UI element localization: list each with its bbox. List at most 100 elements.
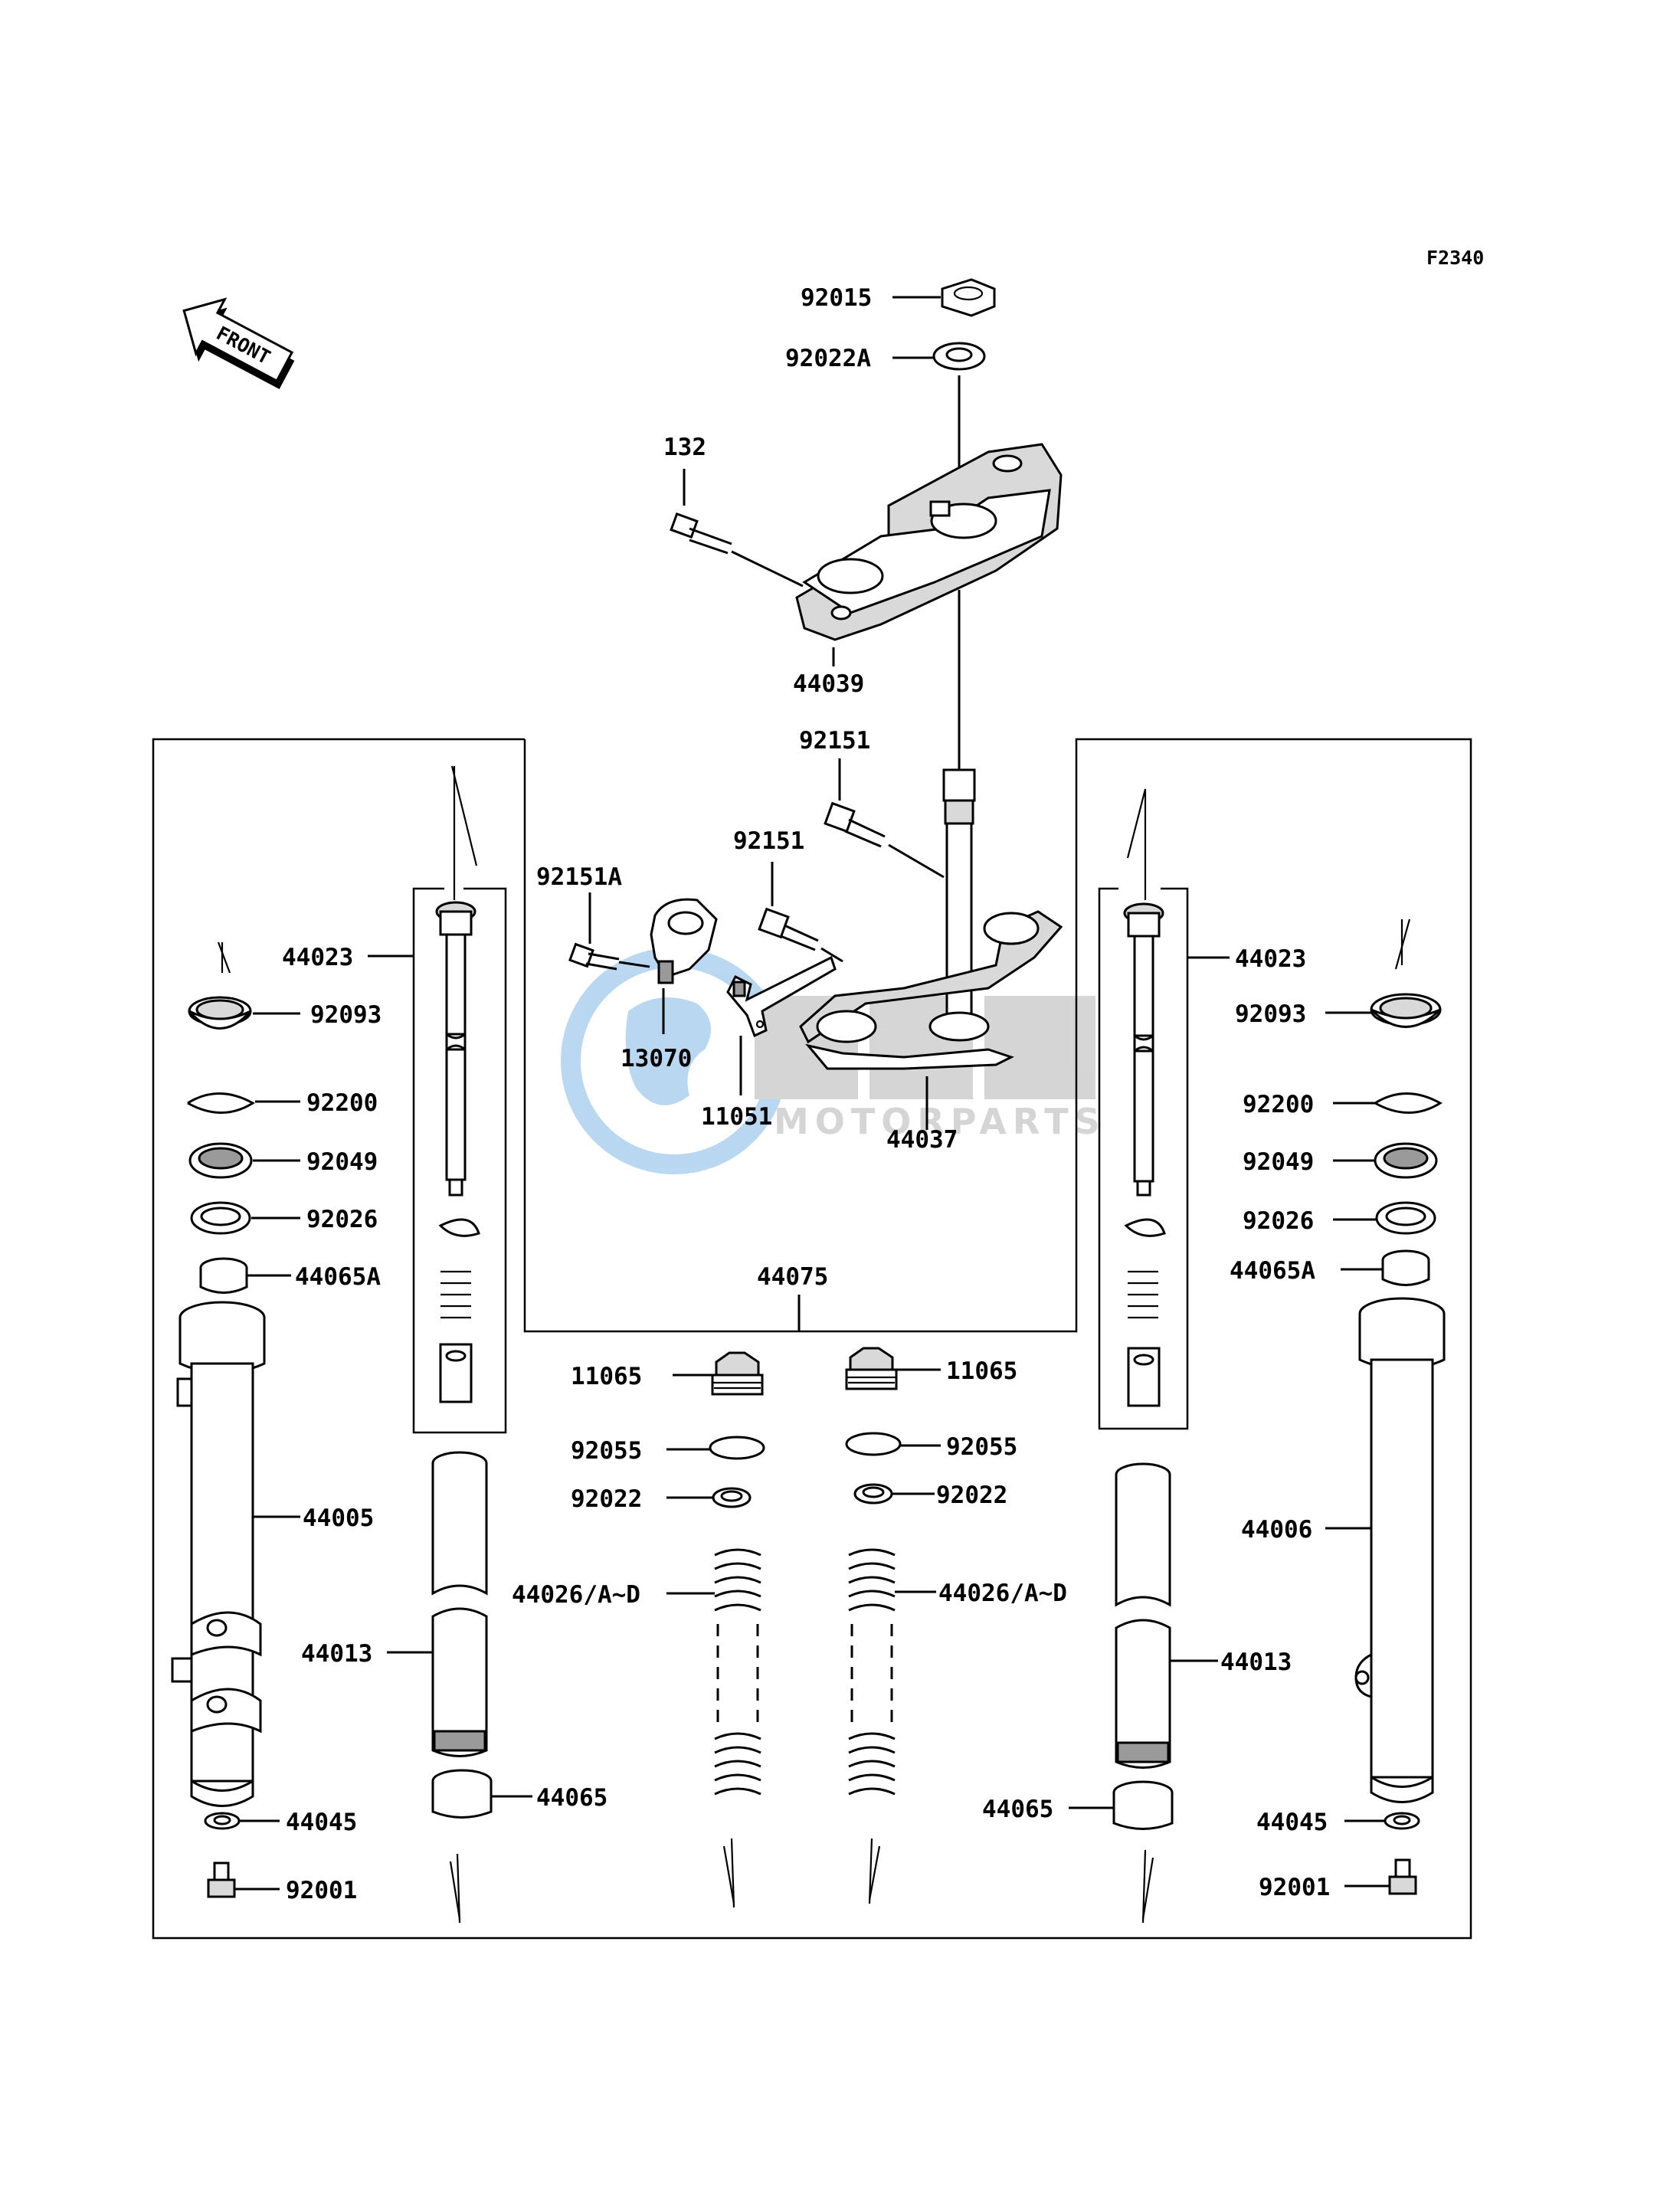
arrow-left-bottom-tip — [449, 1861, 461, 1920]
label-44045-l: 44045 — [286, 1809, 357, 1836]
inner-tube-44013-left — [431, 1451, 488, 1757]
label-44023-r: 44023 — [1235, 945, 1306, 973]
arrow-right-bottom-tip — [1141, 1857, 1154, 1920]
bolt-92151A — [568, 942, 620, 971]
label-92026-r: 92026 — [1243, 1207, 1314, 1235]
label-44039: 44039 — [793, 670, 864, 698]
cap-92093-right — [1370, 993, 1442, 1028]
leader-92151-mid-shaft — [820, 947, 843, 963]
label-44065-r: 44065 — [982, 1796, 1053, 1823]
label-44026-r: 44026/A~D — [938, 1580, 1067, 1607]
label-92022-r: 92022 — [936, 1482, 1007, 1509]
label-92055-r: 92055 — [946, 1433, 1017, 1461]
label-92200-l: 92200 — [306, 1089, 378, 1117]
label-132: 132 — [663, 434, 706, 461]
label-92093-l: 92093 — [310, 1001, 382, 1029]
label-11065-l: 11065 — [571, 1363, 642, 1390]
label-92015: 92015 — [801, 284, 872, 312]
arrow-92093-r-tip — [1394, 918, 1411, 970]
washer-92026-left — [190, 1201, 251, 1235]
arrow-spring-left — [730, 1838, 735, 1908]
washer-92022A — [932, 342, 986, 371]
nut-92015 — [941, 278, 996, 317]
label-92001-r: 92001 — [1259, 1874, 1330, 1901]
label-44037: 44037 — [886, 1126, 958, 1154]
bushing-44065A-right — [1381, 1249, 1430, 1286]
clamp-13070 — [650, 898, 718, 984]
watermark-text: MOTORPARTS — [774, 1101, 1106, 1142]
clip-92200-right — [1374, 1092, 1443, 1114]
left-cartridge-arrow — [450, 765, 478, 866]
label-92151A: 92151A — [536, 863, 622, 891]
leader-132-shaft — [731, 550, 804, 588]
steering-stem-44037 — [799, 768, 1063, 1070]
outer-tube-44006 — [1354, 1297, 1446, 1803]
washer-92026-right — [1375, 1201, 1436, 1235]
washer-92022-right — [853, 1483, 893, 1505]
spring-44026-right — [848, 1548, 896, 1796]
oring-92055-left — [709, 1436, 765, 1460]
leader-92151A-shaft — [618, 961, 650, 968]
label-44006: 44006 — [1241, 1516, 1312, 1544]
label-44013-l: 44013 — [301, 1640, 372, 1668]
leader-92151-top-shaft — [888, 843, 945, 879]
arrow-spring-right — [868, 1838, 873, 1904]
label-44065A-l: 44065A — [295, 1263, 381, 1291]
arrow-spring-left-tip — [722, 1845, 735, 1904]
outer-tube-44005 — [171, 1301, 266, 1807]
bolt-92001-left — [207, 1861, 236, 1898]
label-44005: 44005 — [303, 1505, 374, 1532]
damper-rod-right — [1123, 902, 1166, 1407]
right-cartridge-arrow — [1126, 788, 1147, 859]
diagram-code: F2340 — [1426, 247, 1484, 269]
left-cartridge-box — [412, 887, 507, 1434]
label-92151-top: 92151 — [799, 727, 870, 755]
seal-92049-left — [188, 1142, 253, 1179]
bracket-11051 — [726, 955, 837, 1038]
right-cartridge-box — [1098, 887, 1189, 1430]
label-44075: 44075 — [757, 1263, 828, 1291]
label-92026-l: 92026 — [306, 1206, 378, 1233]
washer-92022-left — [712, 1487, 752, 1508]
label-92022A: 92022A — [785, 345, 871, 372]
arrow-right-bottom — [1141, 1849, 1147, 1924]
bolt-92001-right — [1388, 1858, 1417, 1895]
clip-92200-left — [187, 1092, 255, 1114]
cap-bolt-11065-right — [845, 1347, 898, 1390]
label-92093-r: 92093 — [1235, 1000, 1306, 1028]
bushing-44065A-left — [199, 1257, 248, 1294]
left-fork-box — [152, 738, 1472, 1940]
bolt-92151-top — [824, 801, 886, 848]
label-44065A-r: 44065A — [1230, 1257, 1315, 1285]
arrow-spring-right-tip — [868, 1845, 881, 1901]
bushing-44065-left — [431, 1769, 493, 1819]
washer-44045-right — [1384, 1812, 1420, 1830]
label-44023-l: 44023 — [282, 944, 353, 971]
bolt-132 — [670, 512, 732, 555]
label-44045-r: 44045 — [1256, 1809, 1328, 1836]
label-11065-r: 11065 — [946, 1357, 1017, 1385]
seal-92049-right — [1374, 1142, 1438, 1179]
front-direction-arrow: FRONT — [182, 297, 295, 389]
spring-44026-left — [714, 1548, 761, 1796]
upper-bracket-44039 — [795, 443, 1063, 641]
bolt-92151-mid — [758, 907, 819, 951]
label-13070: 13070 — [621, 1045, 692, 1072]
label-92200-r: 92200 — [1243, 1091, 1314, 1118]
oring-92055-right — [845, 1432, 902, 1456]
cap-92093-left — [188, 996, 252, 1030]
label-92151-mid: 92151 — [733, 827, 804, 855]
washer-44045-left — [204, 1812, 241, 1830]
label-44026-l: 44026/A~D — [512, 1581, 640, 1609]
label-44065-l: 44065 — [536, 1784, 607, 1812]
label-92049-r: 92049 — [1243, 1148, 1314, 1176]
label-11051: 11051 — [701, 1103, 772, 1131]
label-44013-r: 44013 — [1220, 1649, 1292, 1676]
damper-rod-left — [435, 901, 480, 1403]
arrow-92093-l-tip — [217, 941, 231, 974]
cap-bolt-11065-left — [711, 1351, 764, 1396]
label-92022-l: 92022 — [571, 1485, 642, 1513]
label-92055-l: 92055 — [571, 1437, 642, 1465]
label-92001-l: 92001 — [286, 1877, 357, 1904]
